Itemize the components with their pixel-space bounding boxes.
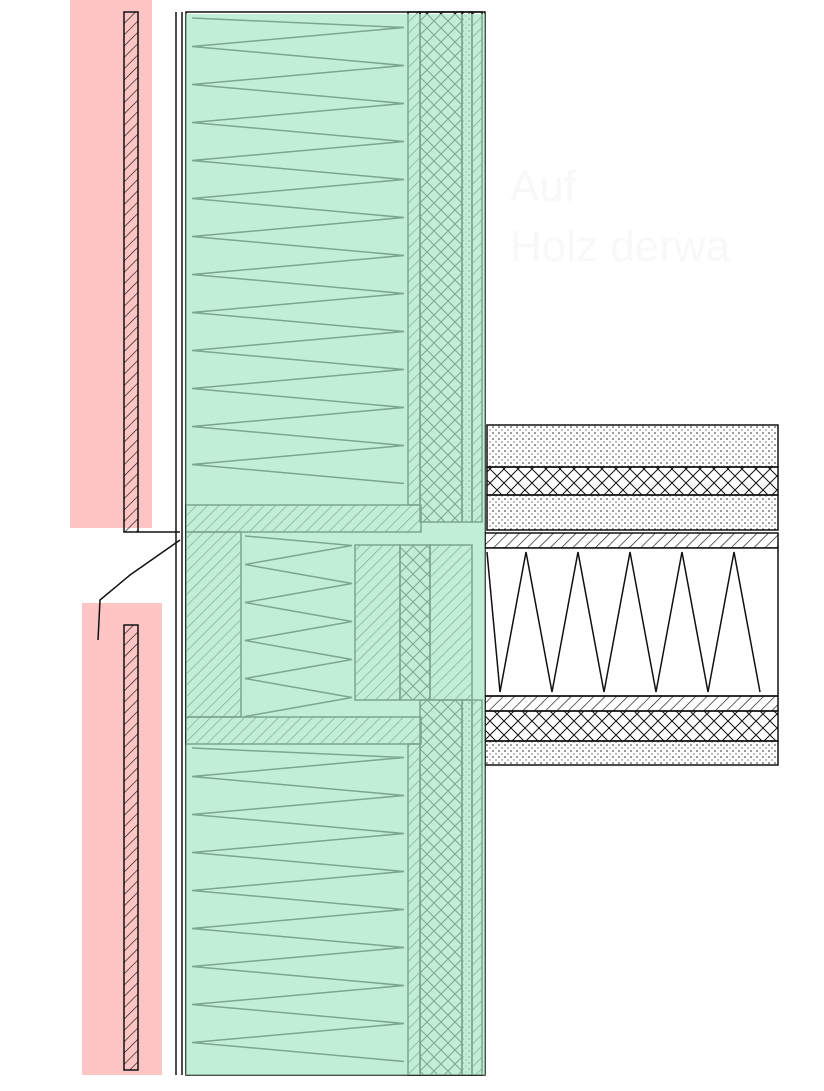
floor-slab <box>484 424 779 766</box>
watermark-line-1: Auf <box>510 162 577 211</box>
cladding-highlight-lower <box>82 603 162 1075</box>
cladding-highlight-upper <box>70 0 152 528</box>
insulation-line <box>486 551 761 693</box>
wall-highlight <box>186 14 485 1075</box>
facade-cladding <box>97 11 183 1075</box>
watermark-line-2: Holz derwa <box>510 222 731 271</box>
